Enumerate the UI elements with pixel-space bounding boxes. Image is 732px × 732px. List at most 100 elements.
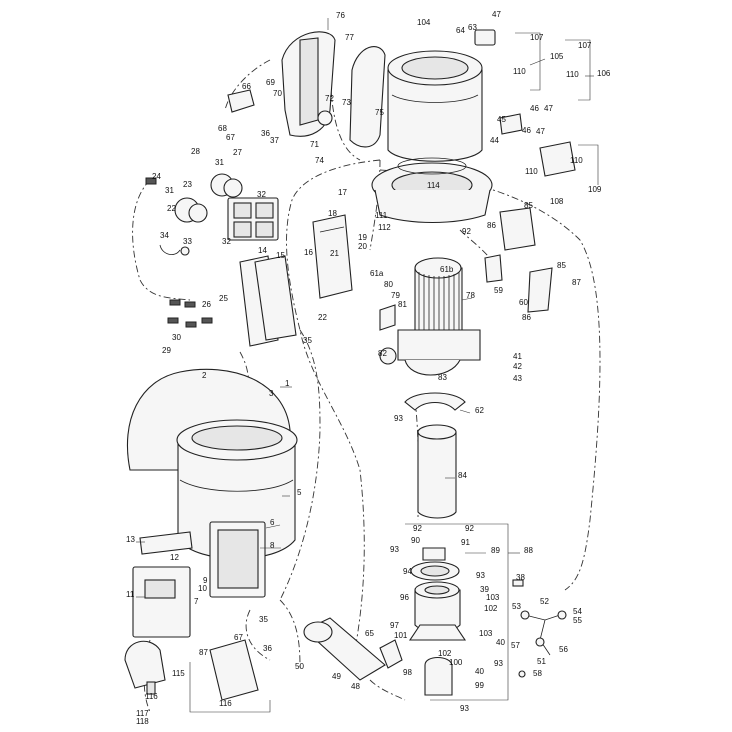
part-label-43: 43 bbox=[513, 374, 522, 383]
part-label-32: 32 bbox=[257, 190, 266, 199]
part-label-54: 54 bbox=[573, 607, 582, 616]
part-label-18: 18 bbox=[328, 209, 337, 218]
part-label-91: 91 bbox=[461, 538, 470, 547]
part-label-106: 106 bbox=[597, 69, 611, 78]
part-label-116: 116 bbox=[145, 692, 158, 701]
part-label-40: 40 bbox=[475, 667, 484, 676]
part-label-48: 48 bbox=[351, 682, 360, 691]
part-label-31: 31 bbox=[215, 158, 224, 167]
part-label-85: 85 bbox=[557, 261, 566, 270]
part-label-110: 110 bbox=[570, 156, 583, 165]
part-label-52: 52 bbox=[540, 597, 549, 606]
gasket-ring-114 bbox=[371, 157, 493, 223]
part-label-33: 33 bbox=[183, 237, 192, 246]
part-label-108: 108 bbox=[550, 197, 564, 206]
part-label-93: 93 bbox=[494, 659, 503, 668]
part-label-61b: 61b bbox=[440, 265, 454, 274]
part-label-100: 100 bbox=[449, 658, 463, 667]
part-label-3: 3 bbox=[269, 389, 274, 398]
part-label-5: 5 bbox=[297, 488, 302, 497]
part-label-9: 9 bbox=[203, 576, 208, 585]
part-label-26: 26 bbox=[202, 300, 211, 309]
part-label-99: 99 bbox=[475, 681, 484, 690]
part-label-71: 71 bbox=[310, 140, 319, 149]
part-label-85: 85 bbox=[524, 201, 533, 210]
part-label-93: 93 bbox=[460, 704, 469, 713]
part-label-65: 65 bbox=[365, 629, 374, 638]
part-label-80: 80 bbox=[384, 280, 393, 289]
part-label-1: 1 bbox=[285, 379, 290, 388]
part-label-74: 74 bbox=[315, 156, 324, 165]
part-label-17: 17 bbox=[338, 188, 347, 197]
clamp-and-pipe bbox=[404, 392, 466, 519]
part-label-22: 22 bbox=[318, 313, 327, 322]
part-label-86: 86 bbox=[522, 313, 531, 322]
part-label-7: 7 bbox=[194, 597, 199, 606]
part-label-67: 67 bbox=[226, 133, 235, 142]
fan-covers bbox=[227, 31, 386, 148]
part-label-87: 87 bbox=[572, 278, 581, 287]
part-label-57: 57 bbox=[511, 641, 520, 650]
part-label-51: 51 bbox=[537, 657, 546, 666]
part-label-32: 32 bbox=[222, 237, 231, 246]
part-label-41: 41 bbox=[513, 352, 522, 361]
part-label-73: 73 bbox=[342, 98, 351, 107]
part-label-22: 22 bbox=[167, 204, 176, 213]
part-label-101: 101 bbox=[394, 631, 408, 640]
group-brackets bbox=[189, 32, 599, 713]
part-label-79: 79 bbox=[391, 291, 400, 300]
part-label-10: 10 bbox=[198, 584, 207, 593]
part-label-47: 47 bbox=[544, 104, 553, 113]
part-label-83: 83 bbox=[438, 373, 447, 382]
part-label-59: 59 bbox=[494, 286, 503, 295]
part-label-107: 107 bbox=[578, 41, 592, 50]
burner-housing-104 bbox=[387, 50, 483, 162]
right-brackets bbox=[474, 29, 576, 313]
part-label-90: 90 bbox=[411, 536, 420, 545]
part-label-70: 70 bbox=[273, 89, 282, 98]
part-label-28: 28 bbox=[191, 147, 200, 156]
part-label-88: 88 bbox=[524, 546, 533, 555]
leader-lines bbox=[136, 18, 594, 598]
part-label-21: 21 bbox=[330, 249, 339, 258]
part-label-84: 84 bbox=[458, 471, 467, 480]
part-label-116: 116 bbox=[219, 699, 232, 708]
part-label-64: 64 bbox=[456, 26, 465, 35]
part-label-36: 36 bbox=[261, 129, 270, 138]
part-label-66: 66 bbox=[242, 82, 251, 91]
part-label-36: 36 bbox=[263, 644, 272, 653]
part-label-61a: 61a bbox=[370, 269, 384, 278]
part-label-47: 47 bbox=[536, 127, 545, 136]
ignition-module bbox=[124, 639, 259, 701]
part-label-34: 34 bbox=[160, 231, 169, 240]
part-label-107: 107 bbox=[530, 33, 544, 42]
part-label-20: 20 bbox=[358, 242, 367, 251]
part-label-68: 68 bbox=[218, 124, 227, 133]
part-label-13: 13 bbox=[126, 535, 135, 544]
part-label-56: 56 bbox=[559, 645, 568, 654]
part-label-94: 94 bbox=[403, 567, 412, 576]
part-label-118: 118 bbox=[136, 717, 149, 726]
part-label-49: 49 bbox=[332, 672, 341, 681]
part-label-103: 103 bbox=[486, 593, 500, 602]
part-label-8: 8 bbox=[270, 541, 275, 550]
part-label-114: 114 bbox=[427, 181, 440, 190]
part-label-93: 93 bbox=[390, 545, 399, 554]
part-label-76: 76 bbox=[336, 11, 345, 20]
part-label-19: 19 bbox=[358, 233, 367, 242]
part-label-50: 50 bbox=[295, 662, 304, 671]
part-label-87: 87 bbox=[199, 648, 208, 657]
part-label-92: 92 bbox=[462, 227, 471, 236]
part-label-117: 117 bbox=[136, 709, 149, 718]
part-label-82: 82 bbox=[378, 349, 387, 358]
mounting-bracket bbox=[239, 214, 353, 347]
part-label-81: 81 bbox=[398, 300, 407, 309]
outer-shell bbox=[126, 368, 298, 560]
part-label-102: 102 bbox=[484, 604, 498, 613]
part-label-98: 98 bbox=[403, 668, 412, 677]
part-label-44: 44 bbox=[490, 136, 499, 145]
part-label-93: 93 bbox=[394, 414, 403, 423]
part-label-39: 39 bbox=[480, 585, 489, 594]
part-label-105: 105 bbox=[550, 52, 564, 61]
part-label-86: 86 bbox=[487, 221, 496, 230]
